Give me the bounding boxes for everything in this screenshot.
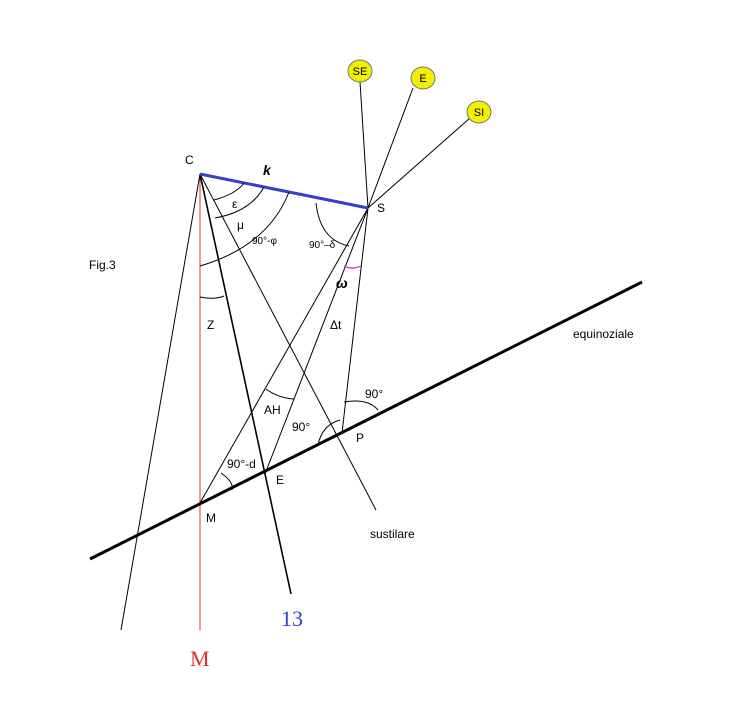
angle-right-p-inner-label: 90°: [292, 420, 310, 434]
angle-ah-label: AH: [264, 403, 281, 417]
angle-d-label: 90°-d: [227, 457, 256, 471]
arc-d: [220, 472, 233, 491]
arc-mu: [214, 186, 265, 219]
arc-z: [199, 295, 225, 299]
meridian-end-label: M: [190, 646, 210, 671]
sun-e-circle: [410, 66, 436, 90]
angle-mu-label: μ: [237, 218, 244, 232]
lines-from-c: [120, 173, 377, 631]
sun-si: SI: [466, 100, 492, 124]
point-s-label: S: [377, 201, 385, 215]
lines-from-s: [199, 207, 369, 504]
ray-si: [367, 117, 471, 209]
point-p-label: P: [356, 431, 364, 445]
line-c-hour13: [199, 173, 292, 595]
angle-epsilon-label: ε: [232, 197, 238, 211]
arc-phi: [199, 191, 290, 267]
sun-se-circle: [347, 59, 373, 83]
point-e-label: E: [276, 473, 284, 487]
sustilare-label: sustilare: [370, 527, 415, 541]
angle-omega-label: ω: [336, 275, 348, 291]
substyle-line: [199, 173, 377, 511]
angle-z-label: Z: [207, 318, 214, 332]
point-c-label: C: [185, 153, 194, 167]
line-s-p: [341, 207, 369, 434]
ray-e: [367, 87, 414, 209]
line-c-left: [120, 173, 201, 631]
sun-e-label: E: [419, 73, 426, 85]
figure-label: Fig.3: [89, 258, 116, 272]
arc-right-p-outer: [343, 400, 379, 411]
sun-se: SE: [347, 59, 373, 83]
hour-line-label: 13: [281, 606, 303, 631]
angle-arcs: [199, 182, 379, 491]
arc-ah: [265, 388, 295, 400]
sun-si-label: SI: [474, 107, 484, 119]
line-s-e: [264, 207, 369, 475]
angle-right-p-outer-label: 90°: [365, 387, 383, 401]
angle-delta-t-label: Δt: [330, 318, 342, 332]
arc-right-p-inner: [317, 419, 341, 446]
k-label: k: [263, 162, 272, 178]
angle-delta-label: 90°–δ: [309, 240, 336, 251]
equinoctial-line: [89, 280, 643, 561]
line-s-m: [199, 207, 369, 504]
sun-si-circle: [466, 100, 492, 124]
k-segment: [199, 172, 369, 210]
equinoziale-label: equinoziale: [573, 327, 634, 341]
arc-delta: [315, 202, 350, 247]
point-m-label: M: [206, 511, 216, 525]
sun-e: E: [410, 66, 436, 90]
sun-rays: [359, 81, 471, 209]
sun-se-label: SE: [353, 66, 368, 78]
angle-phi-label: 90°-φ: [252, 236, 277, 247]
arc-epsilon: [213, 182, 245, 201]
ray-se: [359, 81, 369, 209]
arc-omega: [343, 265, 362, 269]
